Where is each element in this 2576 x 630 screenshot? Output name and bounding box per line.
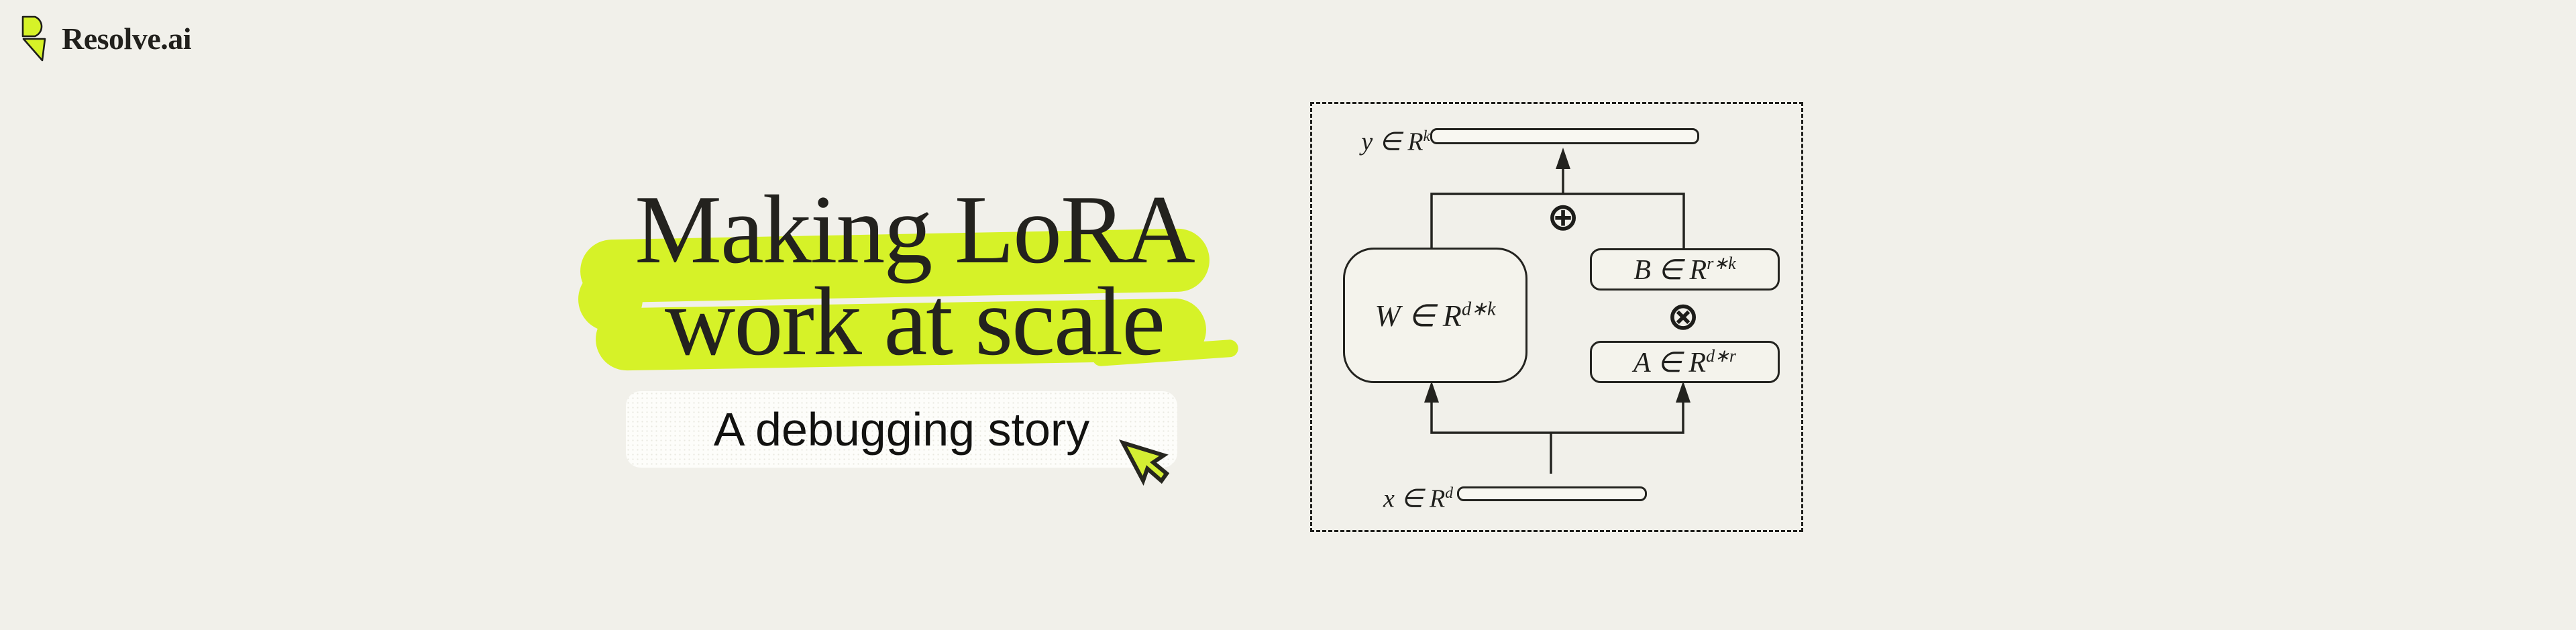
cursor-pointer-icon	[1118, 439, 1170, 486]
resolve-logo-icon	[21, 15, 46, 62]
page-title: Making LoRA work at scale	[627, 175, 1201, 376]
x-vector-label: x ∈ Rd	[1383, 484, 1453, 513]
brand-name: Resolve.ai	[62, 21, 192, 56]
brand[interactable]: Resolve.ai	[20, 15, 192, 63]
w-matrix-box: W ∈ Rd∗k	[1343, 248, 1527, 383]
b-matrix-box: B ∈ Rr∗k	[1590, 248, 1780, 291]
x-vector-bar	[1457, 486, 1647, 501]
lora-diagram: y ∈ Rk ⊕ W ∈ Rd∗k B ∈ Rr∗k ⊗ A ∈ Rd∗r x …	[1310, 102, 1803, 532]
a-matrix-label: A ∈ Rd∗r	[1633, 346, 1737, 378]
title-line-1: Making LoRA	[635, 175, 1195, 284]
circled-plus-icon: ⊕	[1546, 194, 1580, 240]
subtitle-badge-label: A debugging story	[713, 403, 1090, 456]
y-vector-label: y ∈ Rk	[1361, 127, 1430, 156]
a-matrix-box: A ∈ Rd∗r	[1590, 341, 1780, 383]
b-matrix-label: B ∈ Rr∗k	[1633, 253, 1736, 286]
title-line-2: work at scale	[664, 267, 1165, 376]
w-matrix-label: W ∈ Rd∗k	[1375, 299, 1496, 333]
y-vector-bar	[1430, 128, 1699, 144]
circled-times-icon: ⊗	[1666, 293, 1700, 339]
subtitle-badge[interactable]: A debugging story	[626, 391, 1177, 468]
diagram-connectors	[1424, 148, 1690, 474]
